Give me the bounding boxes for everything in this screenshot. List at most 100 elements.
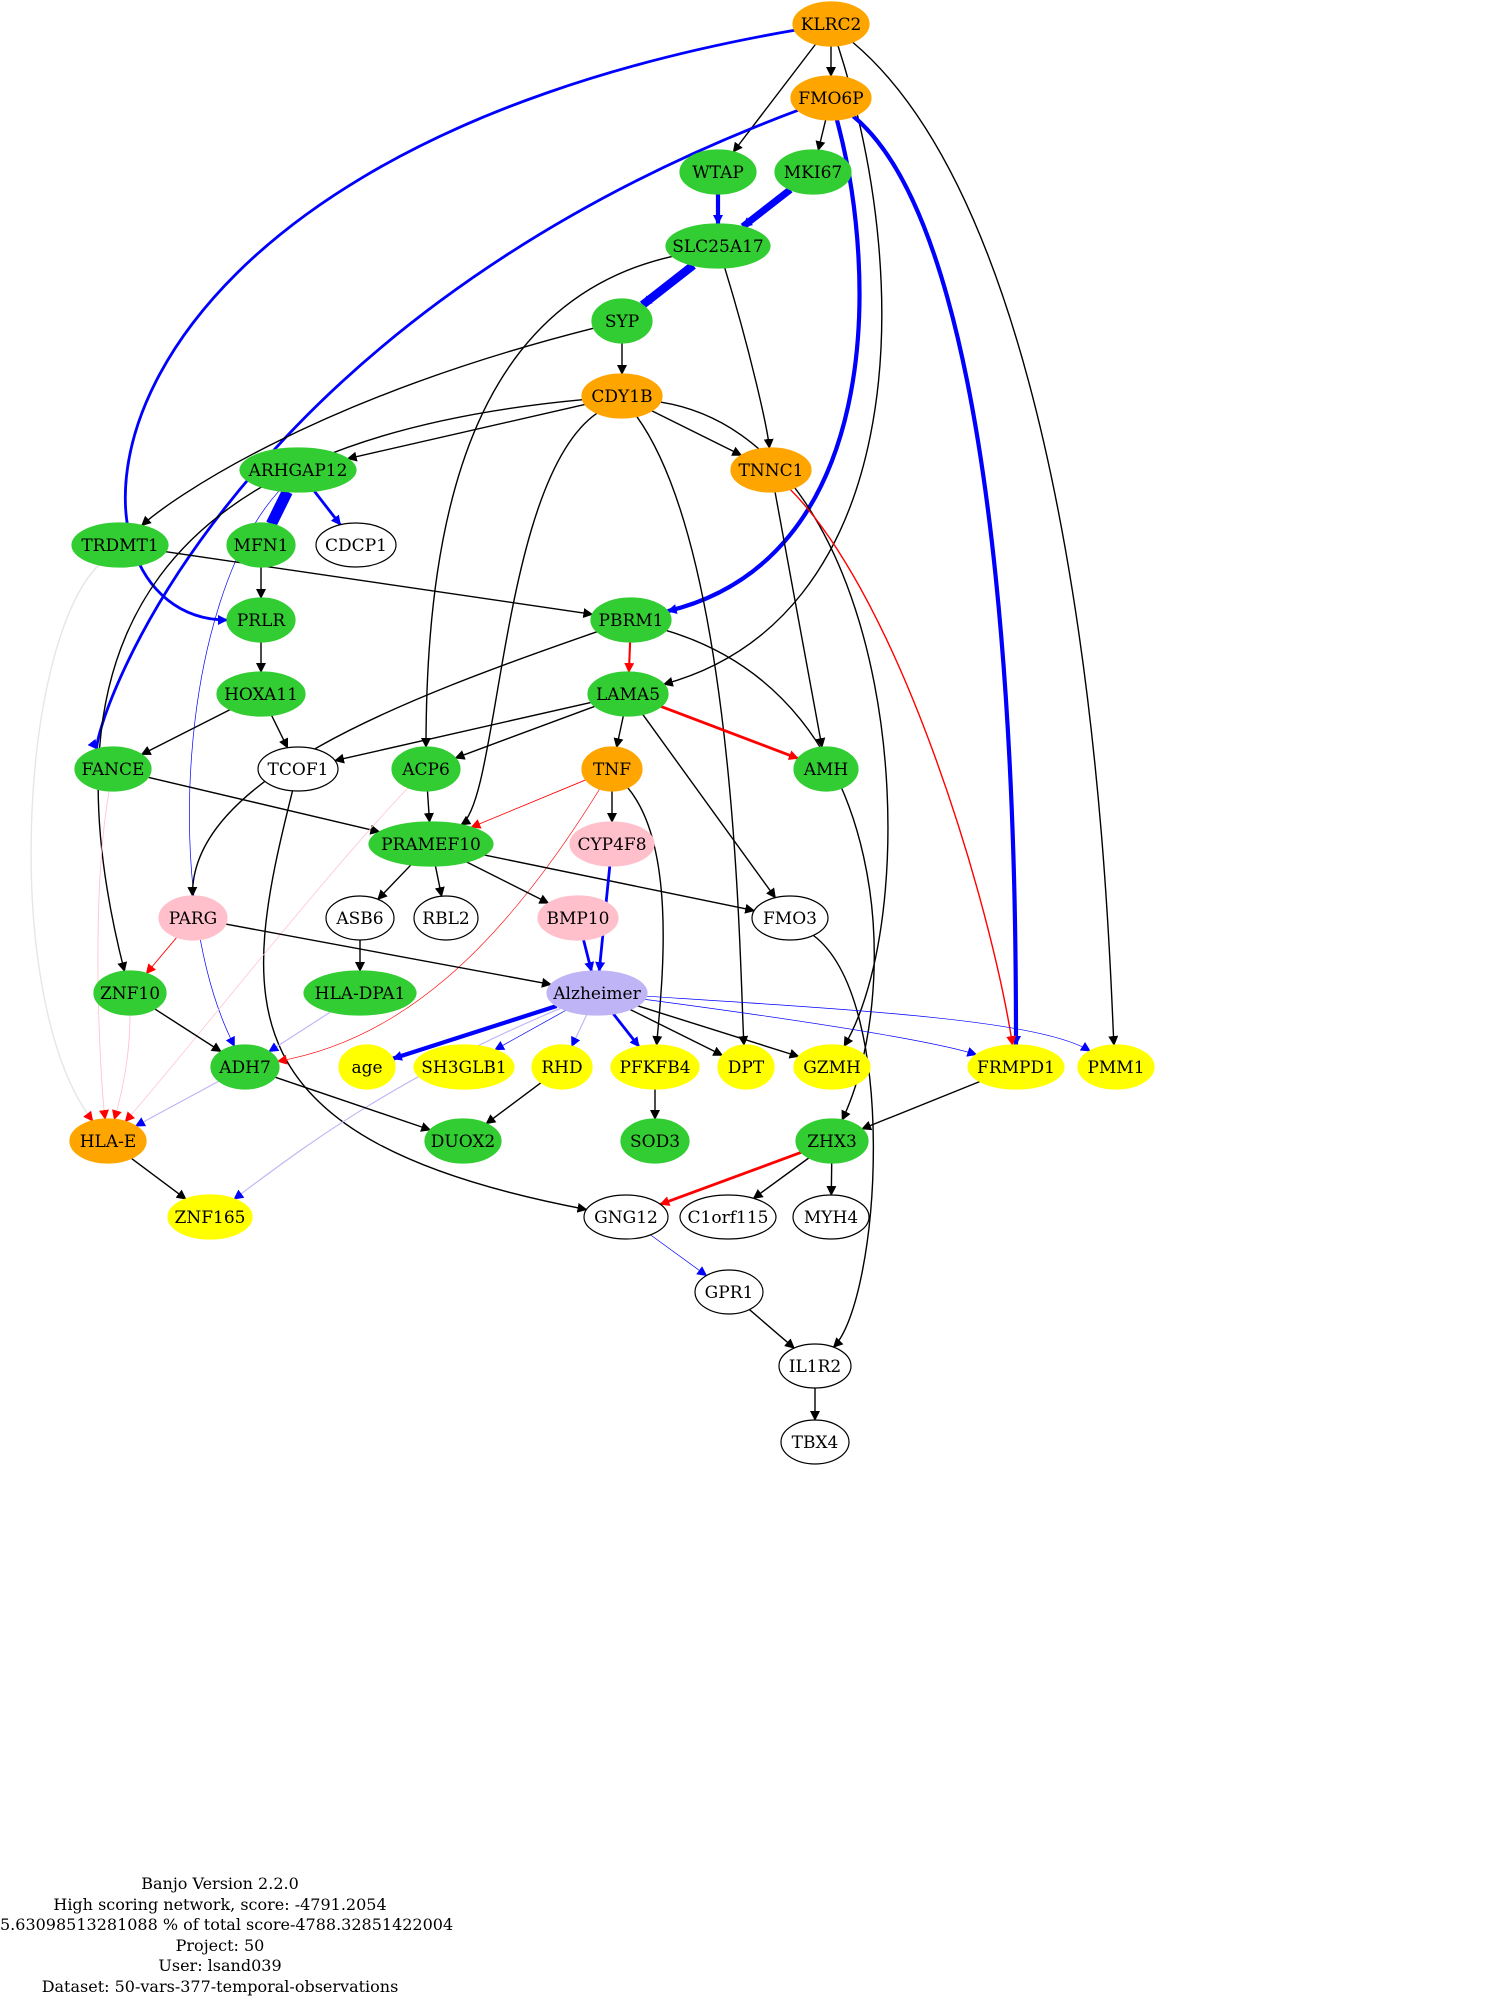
node-rhd: RHD	[531, 1044, 593, 1090]
node-asb6: ASB6	[325, 895, 395, 941]
node-label: IL1R2	[789, 1357, 841, 1377]
edge-alzheimer-to-age	[391, 1003, 558, 1061]
edge-tnf-to-adh7	[276, 788, 600, 1065]
edge-cdy1b-to-pramef10	[460, 412, 598, 826]
node-frmpd1: FRMPD1	[967, 1044, 1065, 1090]
edge-cdy1b-to-dpt	[636, 416, 749, 1047]
node-hoxa11: HOXA11	[216, 671, 306, 717]
edge-pramef10-to-bmp10	[466, 861, 550, 904]
edge-slc25a17-to-acp6	[421, 255, 673, 748]
edge-fmo6p-to-mki67	[815, 119, 827, 152]
node-shape	[325, 895, 395, 941]
footer-percent: 5.63098513281088 % of total score-4788.3…	[0, 1915, 454, 1934]
node-shape	[610, 1044, 700, 1090]
node-shape	[679, 1194, 777, 1240]
node-shape	[69, 1118, 147, 1164]
node-shape	[158, 895, 228, 941]
node-shape	[665, 223, 771, 269]
node-label: RHD	[541, 1058, 582, 1078]
node-age: age	[338, 1044, 396, 1090]
edge-slc25a17-to-syp	[639, 262, 696, 309]
edge-klrc2-to-lama5	[662, 45, 883, 687]
edge-alzheimer-to-rhd	[571, 1014, 588, 1048]
edge-tcof1-to-gng12	[263, 790, 588, 1213]
node-label: PRLR	[237, 611, 287, 631]
node-slc25a17: SLC25A17	[665, 223, 771, 269]
node-label: GPR1	[705, 1283, 754, 1303]
node-znf165: ZNF165	[167, 1194, 253, 1240]
node-cyp4f8: CYP4F8	[569, 821, 655, 867]
edge-hla-e-to-znf165	[130, 1157, 187, 1200]
node-shape	[424, 1118, 502, 1164]
edge-pramef10-to-fmo3	[484, 854, 756, 914]
node-arhgap12: ARHGAP12	[239, 447, 357, 493]
node-label: HOXA11	[224, 685, 298, 705]
edge-hla-dpa1-to-adh7	[268, 1011, 332, 1053]
node-shape	[581, 373, 663, 419]
node-label: ZHX3	[807, 1132, 857, 1152]
node-label: CDCP1	[325, 536, 387, 556]
node-label: GNG12	[594, 1208, 658, 1228]
edge-adh7-to-duox2	[274, 1076, 432, 1132]
node-shape	[413, 895, 479, 941]
edge-trdmt1-to-pbrm1	[165, 551, 594, 618]
node-shape	[792, 1, 870, 47]
node-label: TCOF1	[268, 760, 329, 780]
node-duox2: DUOX2	[424, 1118, 502, 1164]
node-label: PMM1	[1087, 1058, 1144, 1078]
node-shape	[413, 1044, 515, 1090]
edge-alzheimer-to-dpt	[629, 1008, 724, 1056]
edge-frmpd1-to-zhx3	[861, 1080, 981, 1131]
node-prlr: PRLR	[226, 597, 296, 643]
node-shape	[226, 597, 296, 643]
node-shape	[239, 447, 357, 493]
node-shape	[591, 298, 653, 344]
node-label: ASB6	[335, 909, 383, 929]
edge-hoxa11-to-fance	[140, 709, 231, 756]
node-shape	[778, 1343, 852, 1389]
node-gng12: GNG12	[583, 1194, 669, 1240]
edge-alzheimer-to-gzmh	[637, 1005, 800, 1059]
node-shape	[795, 1118, 869, 1164]
node-label: FMO6P	[798, 89, 863, 109]
node-zhx3: ZHX3	[795, 1118, 869, 1164]
node-alzheimer: Alzheimer	[546, 970, 648, 1016]
edge-gng12-to-gpr1	[650, 1234, 708, 1277]
node-shape	[531, 1044, 593, 1090]
node-mki67: MKI67	[774, 149, 852, 195]
node-tbx4: TBX4	[780, 1419, 850, 1465]
node-label: PFKFB4	[619, 1058, 690, 1078]
footer-version: Banjo Version 2.2.0	[141, 1874, 299, 1893]
node-parg: PARG	[158, 895, 228, 941]
node-shape	[620, 1118, 690, 1164]
edge-fmo6p-to-frmpd1	[851, 114, 1021, 1046]
edge-mki67-to-slc25a17	[740, 186, 793, 230]
node-shape	[587, 671, 669, 717]
edge-znf10-to-adh7	[154, 1008, 222, 1053]
node-shape	[257, 746, 339, 792]
node-wtap: WTAP	[679, 149, 757, 195]
edge-tnf-to-pramef10	[470, 779, 587, 829]
node-shape	[694, 1269, 764, 1315]
node-label: MFN1	[234, 536, 289, 556]
edge-arhgap12-to-mfn1	[266, 489, 293, 527]
node-shape	[216, 671, 306, 717]
edge-hoxa11-to-tcof1	[270, 715, 289, 749]
node-label: CDY1B	[591, 387, 652, 407]
node-label: PBRM1	[599, 611, 664, 631]
node-klrc2: KLRC2	[792, 1, 870, 47]
node-shape	[581, 746, 643, 792]
node-label: WTAP	[692, 163, 744, 183]
edge-cdy1b-to-tnnc1	[651, 410, 743, 456]
node-label: PARG	[169, 909, 218, 929]
edge-klrc2-to-wtap	[732, 43, 817, 153]
node-fance: FANCE	[74, 746, 152, 792]
node-label: FMO3	[763, 909, 817, 929]
edge-fmo6p-to-fance	[87, 109, 799, 750]
node-acp6: ACP6	[391, 746, 461, 792]
node-label: age	[351, 1058, 382, 1078]
edge-fance-to-pramef10	[148, 776, 381, 835]
node-label: TBX4	[792, 1433, 839, 1453]
